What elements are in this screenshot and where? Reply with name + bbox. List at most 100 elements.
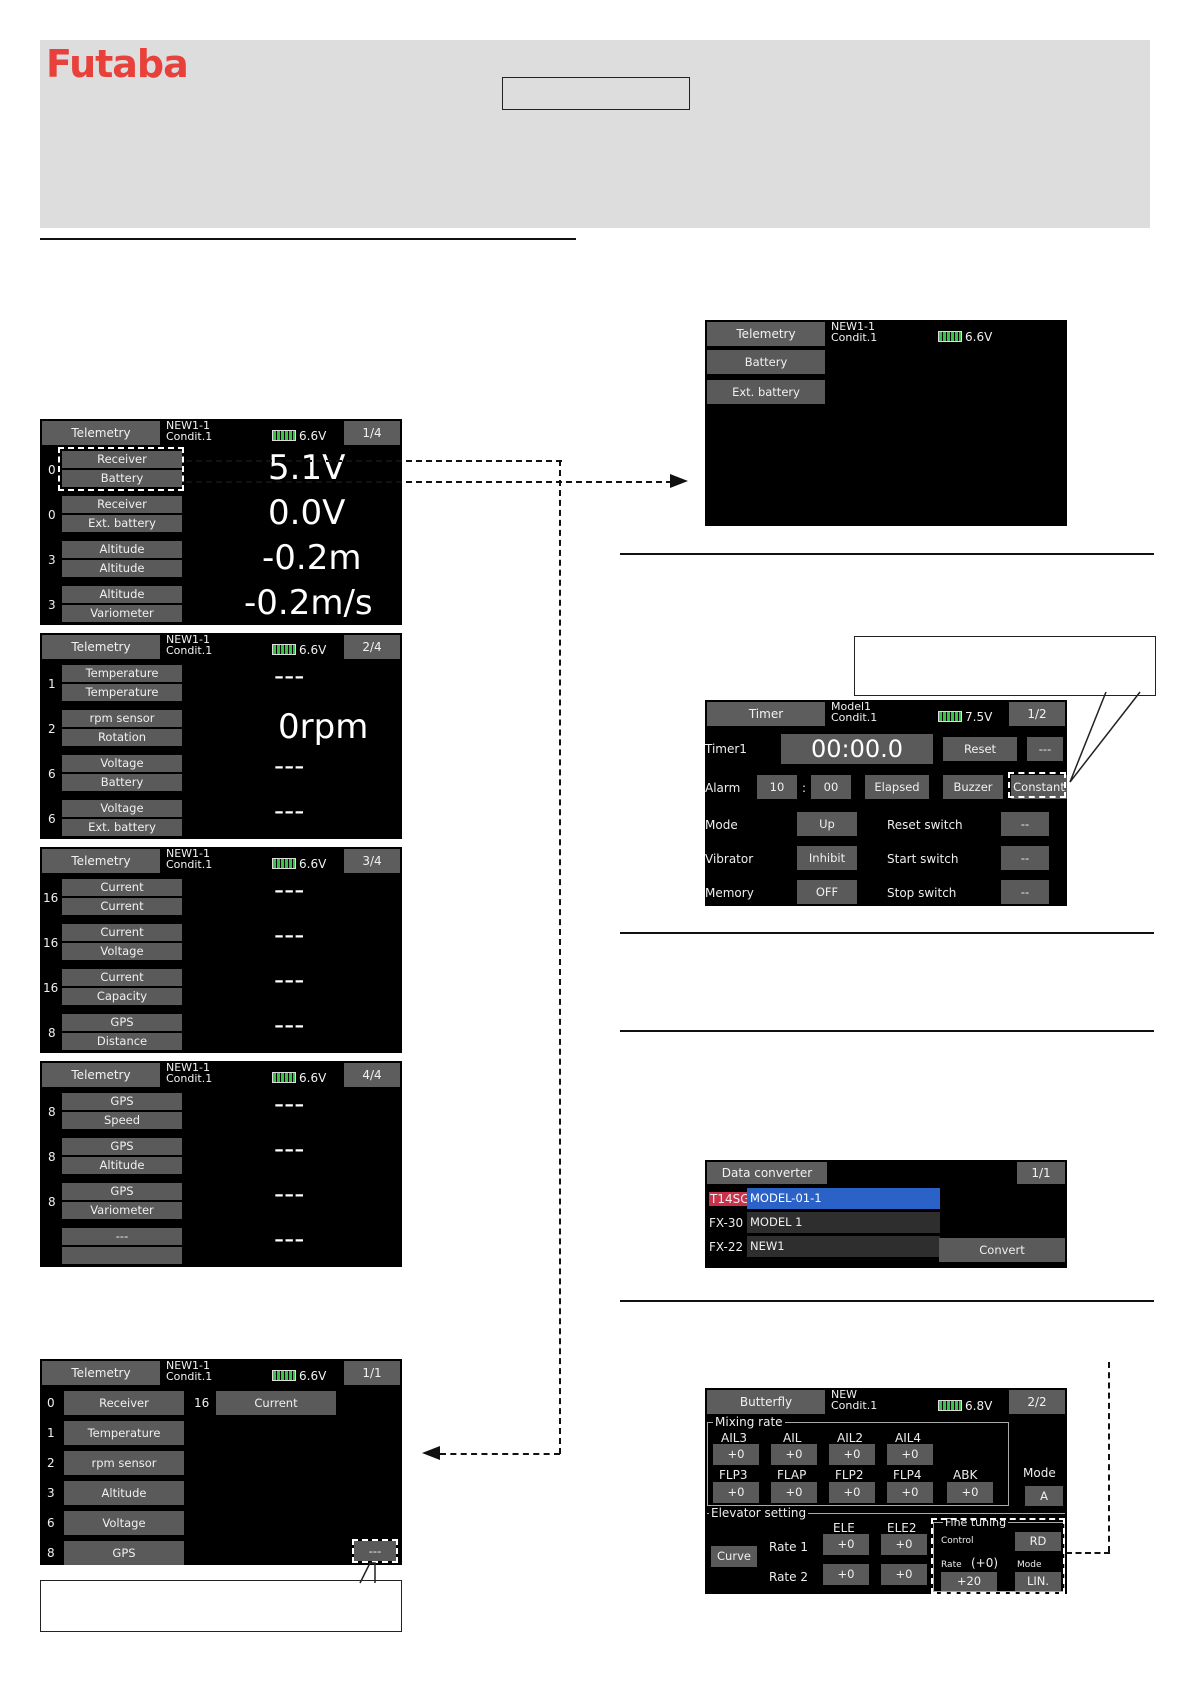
sensor-button[interactable]: --- bbox=[62, 1228, 182, 1245]
sensor-button[interactable]: Current bbox=[62, 969, 182, 986]
alarm-seconds-input[interactable]: 00 bbox=[811, 775, 851, 799]
rate2-ele-input[interactable]: +0 bbox=[823, 1564, 869, 1585]
rate-input[interactable]: +0 bbox=[829, 1444, 875, 1465]
stop-switch-button[interactable]: -- bbox=[1001, 880, 1049, 904]
connector-line bbox=[1066, 1552, 1110, 1554]
sensor-select-button[interactable]: Voltage bbox=[64, 1511, 184, 1535]
rate-input[interactable]: +0 bbox=[713, 1444, 759, 1465]
rate-value-input[interactable]: +20 bbox=[941, 1572, 997, 1591]
add-sensor-button[interactable]: --- bbox=[354, 1541, 396, 1561]
item-button[interactable]: Ext. battery bbox=[62, 515, 182, 532]
screen-title[interactable]: Telemetry bbox=[707, 322, 825, 346]
sensor-button[interactable]: rpm sensor bbox=[62, 710, 182, 727]
sensor-button[interactable]: Altitude bbox=[62, 586, 182, 603]
sensor-button[interactable]: Current bbox=[62, 924, 182, 941]
sensor-button[interactable]: GPS bbox=[62, 1093, 182, 1110]
item-button[interactable]: Voltage bbox=[62, 943, 182, 960]
sensor-button[interactable]: Receiver bbox=[62, 451, 182, 468]
battery-indicator: 6.6V bbox=[938, 330, 992, 344]
rate1-ele-input[interactable]: +0 bbox=[823, 1534, 869, 1555]
item-button[interactable]: Ext. battery bbox=[62, 819, 182, 836]
item-button[interactable]: Altitude bbox=[62, 1157, 182, 1174]
sensor-button[interactable]: Temperature bbox=[62, 665, 182, 682]
mode-button[interactable]: A bbox=[1025, 1486, 1063, 1506]
page-indicator[interactable]: 1/1 bbox=[344, 1361, 400, 1385]
page-indicator[interactable]: 1/2 bbox=[1009, 702, 1065, 726]
screen-title[interactable]: Butterfly bbox=[707, 1390, 825, 1414]
vibrator-button[interactable]: Inhibit bbox=[797, 846, 857, 870]
memory-button[interactable]: OFF bbox=[797, 880, 857, 904]
item-button[interactable]: Capacity bbox=[62, 988, 182, 1005]
item-button[interactable]: Temperature bbox=[62, 684, 182, 701]
reset-sw-button[interactable]: --- bbox=[1027, 737, 1063, 761]
rate-input[interactable]: +0 bbox=[829, 1482, 875, 1503]
curve-button[interactable]: Curve bbox=[711, 1546, 757, 1567]
screen-title[interactable]: Timer bbox=[707, 702, 825, 726]
item-button[interactable]: Current bbox=[62, 898, 182, 915]
screen-title[interactable]: Telemetry bbox=[42, 421, 160, 445]
sensor-select-button[interactable]: Current bbox=[216, 1391, 336, 1415]
screen-title[interactable]: Telemetry bbox=[42, 1063, 160, 1087]
sensor-button[interactable]: Receiver bbox=[62, 496, 182, 513]
item-button[interactable]: Variometer bbox=[62, 1202, 182, 1219]
sensor-button[interactable]: GPS bbox=[62, 1183, 182, 1200]
elapsed-button[interactable]: Elapsed bbox=[865, 775, 929, 799]
ft-mode-button[interactable]: LIN. bbox=[1015, 1572, 1061, 1591]
item-button[interactable]: Speed bbox=[62, 1112, 182, 1129]
sensor-select-button[interactable]: GPS bbox=[64, 1541, 184, 1565]
screen-title[interactable]: Telemetry bbox=[42, 635, 160, 659]
convert-button[interactable]: Convert bbox=[939, 1238, 1065, 1262]
reset-button[interactable]: Reset bbox=[943, 737, 1017, 761]
sensor-button[interactable]: Voltage bbox=[62, 755, 182, 772]
screen-title[interactable]: Data converter bbox=[707, 1162, 827, 1184]
battery-item-button[interactable]: Ext. battery bbox=[707, 380, 825, 404]
start-switch-button[interactable]: -- bbox=[1001, 846, 1049, 870]
battery-item-button[interactable]: Battery bbox=[707, 350, 825, 374]
rate-input[interactable]: +0 bbox=[771, 1444, 817, 1465]
sensor-select-button[interactable]: Receiver bbox=[64, 1391, 184, 1415]
rate1-ele2-input[interactable]: +0 bbox=[881, 1534, 927, 1555]
page-indicator[interactable]: 3/4 bbox=[344, 849, 400, 873]
sensor-button[interactable]: GPS bbox=[62, 1138, 182, 1155]
constant-button[interactable]: Constant bbox=[1011, 775, 1067, 799]
page-indicator[interactable]: 2/4 bbox=[344, 635, 400, 659]
sensor-button[interactable]: Voltage bbox=[62, 800, 182, 817]
model-row-selected[interactable]: MODEL-01-1 bbox=[747, 1188, 940, 1209]
sensor-button[interactable]: Current bbox=[62, 879, 182, 896]
sensor-select-button[interactable]: Temperature bbox=[64, 1421, 184, 1445]
item-button[interactable]: Battery bbox=[62, 774, 182, 791]
sensor-button[interactable]: GPS bbox=[62, 1014, 182, 1031]
start-switch-label: Start switch bbox=[887, 852, 959, 866]
rate-input[interactable]: +0 bbox=[947, 1482, 993, 1503]
item-button[interactable]: Distance bbox=[62, 1033, 182, 1050]
rate-input[interactable]: +0 bbox=[771, 1482, 817, 1503]
item-button[interactable]: Rotation bbox=[62, 729, 182, 746]
page-indicator[interactable]: 2/2 bbox=[1009, 1390, 1065, 1414]
timer-display[interactable]: 00:00.0 bbox=[781, 734, 933, 764]
screen-title[interactable]: Telemetry bbox=[42, 1361, 160, 1385]
screen-title[interactable]: Telemetry bbox=[42, 849, 160, 873]
rate-input[interactable]: +0 bbox=[887, 1444, 933, 1465]
telemetry-value: --- bbox=[274, 659, 305, 692]
model-row[interactable]: MODEL 1 bbox=[747, 1212, 940, 1233]
item-button[interactable]: Battery bbox=[62, 470, 182, 487]
rate2-ele2-input[interactable]: +0 bbox=[881, 1564, 927, 1585]
model-row[interactable]: NEW1 bbox=[747, 1236, 940, 1257]
buzzer-button[interactable]: Buzzer bbox=[943, 775, 1003, 799]
sensor-button[interactable]: Altitude bbox=[62, 541, 182, 558]
item-button[interactable]: Variometer bbox=[62, 605, 182, 622]
reset-switch-button[interactable]: -- bbox=[1001, 812, 1049, 836]
alarm-minutes-input[interactable]: 10 bbox=[757, 775, 797, 799]
mode-button[interactable]: Up bbox=[797, 812, 857, 836]
page-indicator[interactable]: 4/4 bbox=[344, 1063, 400, 1087]
control-button[interactable]: RD bbox=[1015, 1532, 1061, 1551]
rate-input[interactable]: +0 bbox=[713, 1482, 759, 1503]
item-button[interactable] bbox=[62, 1247, 182, 1264]
page-indicator[interactable]: 1/1 bbox=[1017, 1162, 1065, 1184]
battery-voltage: 7.5V bbox=[965, 710, 993, 724]
sensor-select-button[interactable]: Altitude bbox=[64, 1481, 184, 1505]
rate-input[interactable]: +0 bbox=[887, 1482, 933, 1503]
page-indicator[interactable]: 1/4 bbox=[344, 421, 400, 445]
sensor-select-button[interactable]: rpm sensor bbox=[64, 1451, 184, 1475]
item-button[interactable]: Altitude bbox=[62, 560, 182, 577]
